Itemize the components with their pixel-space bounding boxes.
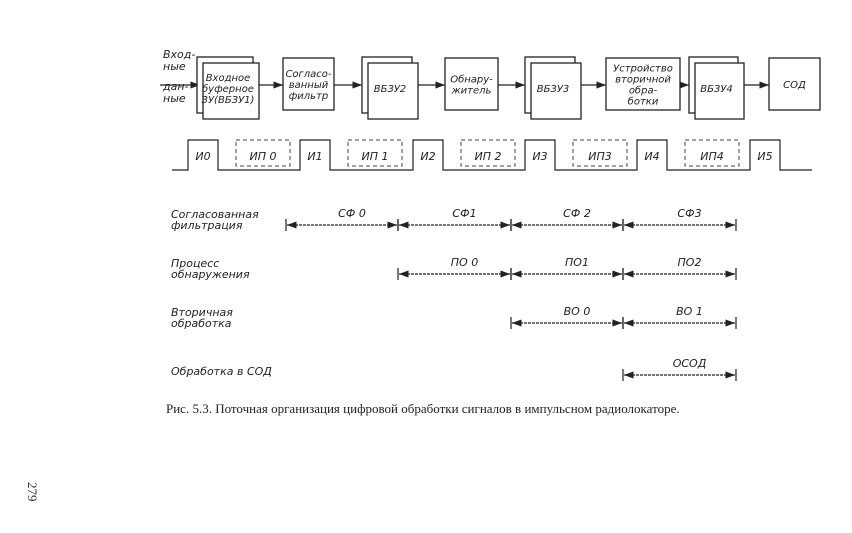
- block-label: Устройство: [613, 64, 673, 75]
- row-label: фильтрация: [171, 219, 243, 232]
- pulse-label: И5: [757, 150, 772, 163]
- block-label: буферное: [202, 83, 254, 95]
- row-label: Процесс: [171, 257, 219, 270]
- block: ВБЗУ2: [361, 56, 419, 120]
- segment-label: ВО 1: [676, 305, 703, 318]
- block-label: Согласо-: [285, 69, 331, 80]
- interval-dashed-box: [572, 139, 628, 167]
- page-number: 279: [25, 482, 40, 502]
- segment-label: СФ3: [677, 207, 701, 220]
- interval-dashed-box: [235, 139, 291, 167]
- block: Обнару-житель: [444, 57, 499, 111]
- block: СОД: [768, 57, 821, 111]
- input-label-line: дан-: [162, 80, 189, 93]
- block-label: житель: [451, 86, 492, 97]
- block-label: Входное: [206, 73, 251, 84]
- input-label-line: Вход-: [163, 48, 195, 61]
- row-label: Согласованная: [171, 208, 259, 221]
- block-label: ВБЗУ4: [700, 84, 733, 95]
- interval-label: ИП 1: [362, 150, 389, 163]
- block-label: ВБЗУ2: [374, 84, 407, 95]
- block-frame: [444, 57, 499, 111]
- block-frame: [530, 62, 582, 120]
- block-label: фильтр: [289, 91, 329, 102]
- block-label: ЗУ(ВБЗУ1): [202, 95, 255, 106]
- timeline-row: Обработка в СОД ОСОД: [171, 357, 737, 381]
- block-frame: [202, 62, 260, 120]
- block-frame: [694, 62, 745, 120]
- block-frame: [768, 57, 821, 111]
- segment-label: СФ 2: [563, 207, 591, 220]
- segment-label: ПО1: [565, 256, 589, 269]
- row-label: Вторичная: [171, 306, 233, 319]
- block-label: Обнару-: [450, 74, 493, 86]
- input-label-line: ные: [163, 60, 186, 73]
- pulse-label: И4: [644, 150, 659, 163]
- pulse-label: И1: [307, 150, 322, 163]
- figure-caption: Рис. 5.3. Поточная организация цифровой …: [166, 401, 680, 416]
- segment-label: СФ1: [452, 207, 476, 220]
- row-label: обработка: [171, 317, 232, 330]
- interval-label: ИП 0: [250, 150, 277, 163]
- interval-dashed-box: [684, 139, 740, 167]
- segment-label: ОСОД: [673, 357, 707, 370]
- block-label: вторичной: [615, 75, 671, 86]
- pulse-timing-waveform: И0 И1 И2 И3 И4 И5 ИП 0 ИП 1 ИП 2 ИП3 ИП4: [172, 139, 812, 171]
- segment-label: ПО2: [678, 256, 702, 269]
- interval-dashed-box: [347, 139, 403, 167]
- segment-label: ВО 0: [564, 305, 591, 318]
- segment-label: СФ 0: [338, 207, 366, 220]
- row-label: Обработка в СОД: [171, 365, 272, 378]
- pulse-waveform: [172, 139, 812, 171]
- interval-dashed-box: [460, 139, 516, 167]
- block: ВБЗУ3: [524, 56, 582, 120]
- segment-label: ПО 0: [451, 256, 478, 269]
- interval-label: ИП3: [588, 150, 612, 163]
- pulse-label: И3: [532, 150, 547, 163]
- interval-label: ИП4: [700, 150, 724, 163]
- block: ВБЗУ4: [688, 56, 745, 120]
- pulse-label: И0: [195, 150, 210, 163]
- block-label: обра-: [629, 85, 658, 97]
- input-label-line: ные: [163, 92, 186, 105]
- block-label: СОД: [783, 80, 806, 91]
- block-frame: [367, 62, 419, 120]
- pulse-label: И2: [420, 150, 435, 163]
- block-label: ванный: [289, 80, 329, 91]
- block-frame: [282, 57, 335, 111]
- interval-label: ИП 2: [475, 150, 502, 163]
- block-label: ВБЗУ3: [537, 84, 570, 95]
- row-label: обнаружения: [171, 268, 250, 281]
- block-label: ботки: [628, 96, 659, 108]
